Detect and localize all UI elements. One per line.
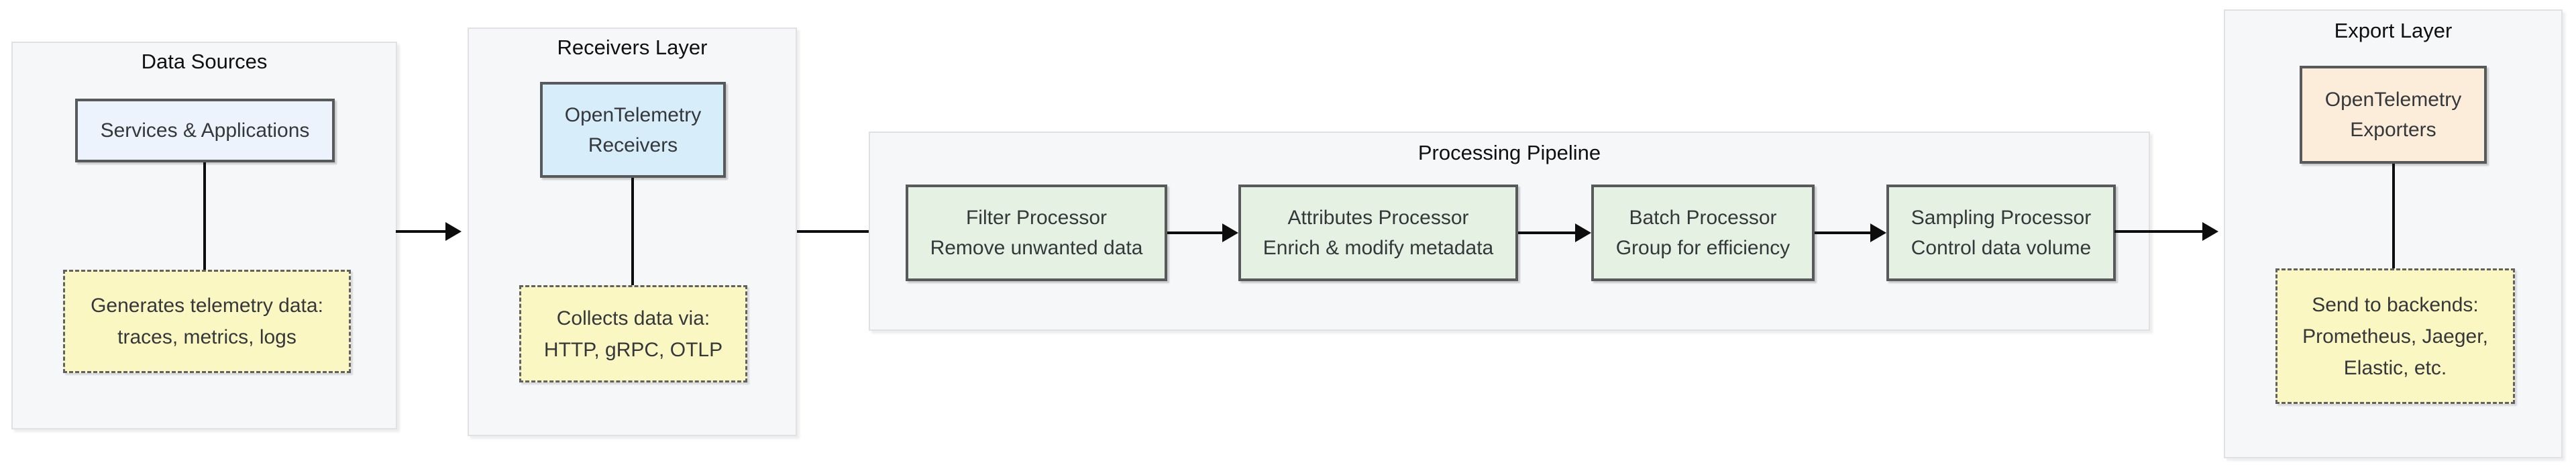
- receivers-layer-title: Receivers Layer: [557, 36, 708, 59]
- attributes-processor-node: Attributes Processor Enrich & modify met…: [1238, 185, 1518, 281]
- note-line: Generates telemetry data:: [91, 295, 323, 317]
- data-sources-note: Generates telemetry data: traces, metric…: [63, 270, 351, 373]
- arrow-head-icon: [2202, 222, 2218, 241]
- processing-pipeline-container: Processing Pipeline Filter Processor Rem…: [869, 132, 2150, 331]
- otel-exporters-node: OpenTelemetry Exporters: [2300, 66, 2487, 164]
- receivers-layer-container: Receivers Layer OpenTelemetry Receivers …: [468, 28, 797, 436]
- node-line: Sampling Processor: [1911, 207, 2092, 229]
- note-line: HTTP, gRPC, OTLP: [543, 338, 723, 361]
- node-line: Attributes Processor: [1287, 207, 1469, 229]
- services-applications-label: Services & Applications: [100, 119, 310, 142]
- export-note: Send to backends: Prometheus, Jaeger, El…: [2275, 268, 2515, 404]
- data-sources-container: Data Sources Services & Applications Gen…: [11, 42, 397, 429]
- arrow-shaft: [1167, 231, 1224, 234]
- node-line: Enrich & modify metadata: [1263, 237, 1494, 259]
- export-layer-container: Export Layer OpenTelemetry Exporters Sen…: [2224, 9, 2563, 458]
- arrow-head-icon: [1870, 223, 1886, 242]
- arrow-filter-to-attributes: [1167, 223, 1238, 242]
- note-line: Elastic, etc.: [2343, 356, 2447, 379]
- arrow-head-icon: [445, 222, 462, 241]
- arrow-shaft: [2114, 230, 2204, 233]
- services-applications-node: Services & Applications: [75, 99, 335, 162]
- export-layer-title: Export Layer: [2334, 19, 2453, 42]
- otel-receivers-node: OpenTelemetry Receivers: [540, 82, 726, 178]
- otel-exporters-label-line: Exporters: [2350, 119, 2436, 141]
- node-line: Filter Processor: [965, 207, 1108, 229]
- arrow-processing-to-export: [2114, 222, 2218, 241]
- otel-receivers-label-line: Receivers: [588, 134, 678, 156]
- node-line: Remove unwanted data: [930, 237, 1143, 259]
- arrow-attributes-to-batch: [1518, 223, 1591, 242]
- export-connector-line: [2392, 164, 2395, 268]
- otel-receivers-label-line: OpenTelemetry: [564, 103, 702, 126]
- arrow-shaft: [1518, 231, 1576, 234]
- arrow-shaft: [797, 230, 884, 233]
- note-line: traces, metrics, logs: [117, 326, 297, 348]
- arrow-shaft: [396, 230, 447, 233]
- batch-processor-node: Batch Processor Group for efficiency: [1591, 185, 1815, 281]
- node-line: Control data volume: [1911, 237, 2092, 259]
- receivers-connector-line: [631, 178, 634, 285]
- arrow-shaft: [1815, 231, 1872, 234]
- filter-processor-node: Filter Processor Remove unwanted data: [906, 185, 1167, 281]
- note-line: Collects data via:: [556, 307, 710, 329]
- otel-exporters-label-line: OpenTelemetry: [2324, 89, 2462, 111]
- note-line: Send to backends:: [2312, 293, 2479, 316]
- arrow-batch-to-sampling: [1815, 223, 1886, 242]
- sampling-processor-node: Sampling Processor Control data volume: [1886, 185, 2116, 281]
- arrow-head-icon: [1222, 223, 1238, 242]
- data-sources-connector-line: [203, 162, 206, 270]
- data-sources-title: Data Sources: [141, 50, 268, 73]
- node-line: Group for efficiency: [1615, 237, 1790, 259]
- arrow-datasources-to-receivers: [396, 222, 462, 241]
- note-line: Prometheus, Jaeger,: [2302, 325, 2488, 348]
- arrow-head-icon: [1575, 223, 1591, 242]
- processing-pipeline-title: Processing Pipeline: [1417, 141, 1601, 164]
- node-line: Batch Processor: [1629, 207, 1777, 229]
- receivers-note: Collects data via: HTTP, gRPC, OTLP: [519, 285, 747, 382]
